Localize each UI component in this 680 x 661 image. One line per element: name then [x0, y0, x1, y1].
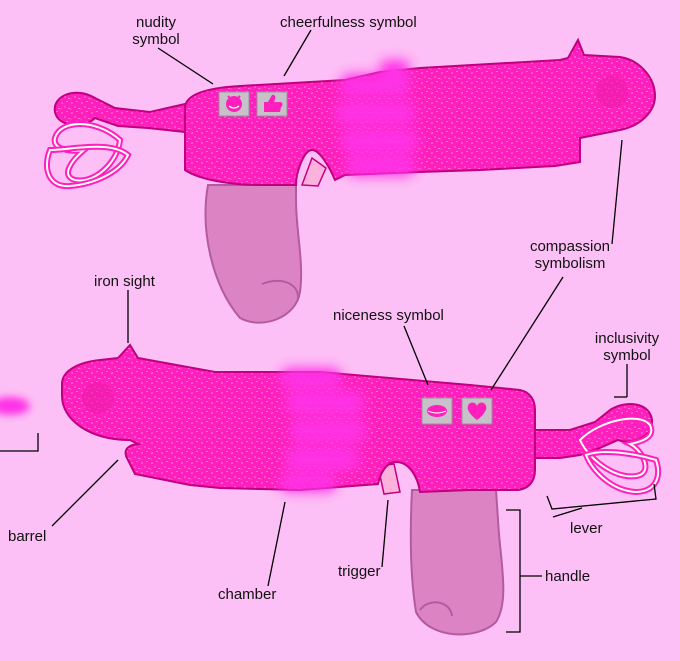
- bottom-gun-handle: [411, 490, 504, 634]
- label-chamber: chamber: [218, 586, 276, 603]
- beam-glow: [0, 397, 30, 415]
- top-gun-handle: [206, 185, 302, 323]
- label-niceness-symbol: niceness symbol: [333, 307, 444, 324]
- label-trigger: trigger: [338, 563, 381, 580]
- lips-icon: [422, 398, 452, 424]
- thumbs-up-icon: [257, 92, 287, 116]
- label-handle: handle: [545, 568, 590, 585]
- label-iron-sight: iron sight: [94, 273, 155, 290]
- cheerful-face-icon: [219, 92, 249, 116]
- label-compassion-symbolism: compassion symbolism: [520, 238, 620, 272]
- label-inclusivity-symbol: inclusivity symbol: [585, 330, 669, 364]
- heart-icon: [462, 398, 492, 424]
- label-nudity-symbol: nudity symbol: [120, 14, 192, 48]
- bottom-ray-gun: [62, 345, 658, 634]
- label-cheerfulness-symbol: cheerfulness symbol: [280, 14, 417, 31]
- top-gun-body: [185, 40, 655, 185]
- label-barrel: barrel: [8, 528, 46, 545]
- top-gun-trigger: [302, 158, 326, 186]
- label-lever: lever: [570, 520, 603, 537]
